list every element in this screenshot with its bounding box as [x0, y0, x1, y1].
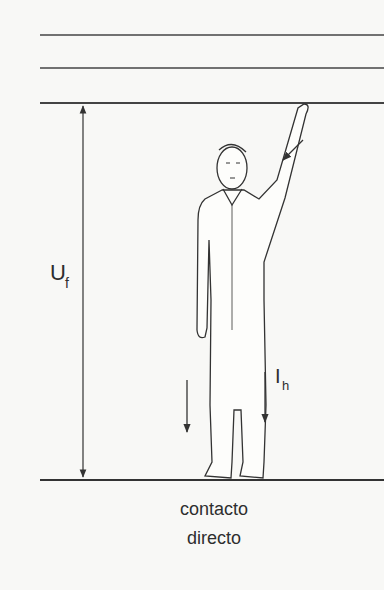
current-subscript: h: [282, 379, 289, 392]
voltage-symbol: U: [50, 262, 66, 284]
conductor-line: [40, 102, 384, 104]
conductor-line: [40, 34, 384, 35]
person-figure: [197, 104, 308, 478]
current-arrow: [186, 380, 187, 432]
current-arrow: [264, 372, 265, 422]
ground-line: [40, 479, 384, 481]
current-symbol: I: [275, 366, 281, 386]
conductor-line: [40, 67, 384, 68]
voltage-subscript: f: [65, 276, 69, 290]
voltage-dimension: [82, 106, 83, 477]
contact-caption: contacto directo: [168, 495, 260, 553]
current-arrow: [283, 140, 303, 160]
